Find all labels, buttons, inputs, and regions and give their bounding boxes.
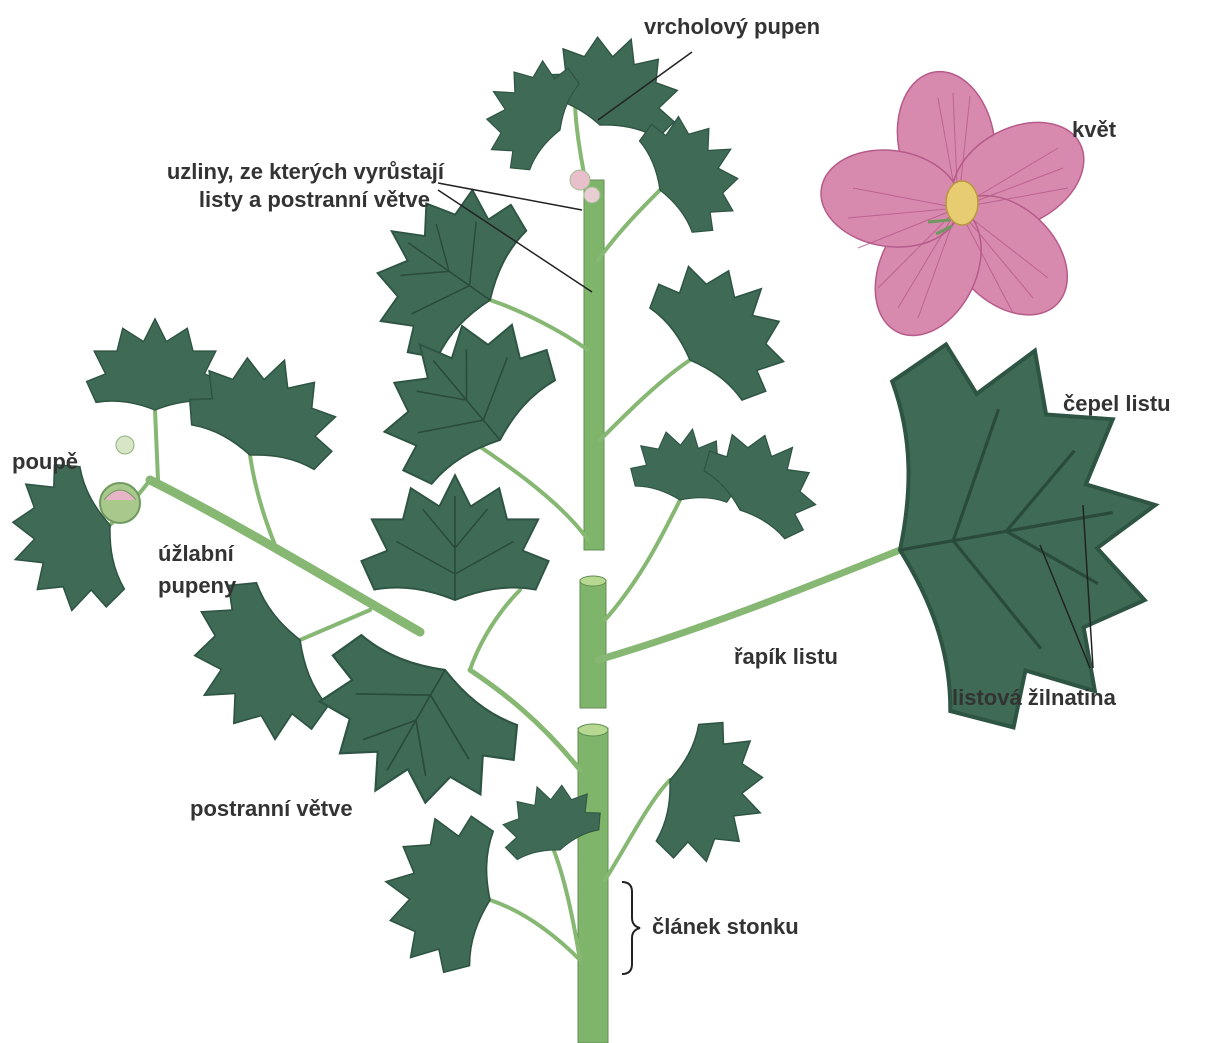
label-side-branches: postranní větve (190, 795, 353, 822)
label-axillary-line1: úžlabní (158, 540, 234, 567)
label-venation: listová žilnatina (952, 684, 1116, 711)
label-internode: článek stonku (652, 913, 799, 940)
flower-illustration (815, 64, 1103, 353)
label-nodes-line2: listy a postranní větve (84, 186, 430, 213)
main-stem (578, 180, 608, 1043)
label-petiole: řapík listu (734, 643, 838, 670)
internode-bracket (622, 882, 640, 974)
label-axillary-line2: pupeny (158, 572, 236, 599)
label-flower: květ (1072, 116, 1116, 143)
label-apical-bud: vrcholový pupen (644, 13, 820, 40)
label-leaf-blade: čepel listu (1063, 390, 1171, 417)
label-nodes-line1: uzliny, ze kterých vyrůstají (84, 158, 444, 185)
label-flower-bud: poupě (12, 448, 78, 475)
